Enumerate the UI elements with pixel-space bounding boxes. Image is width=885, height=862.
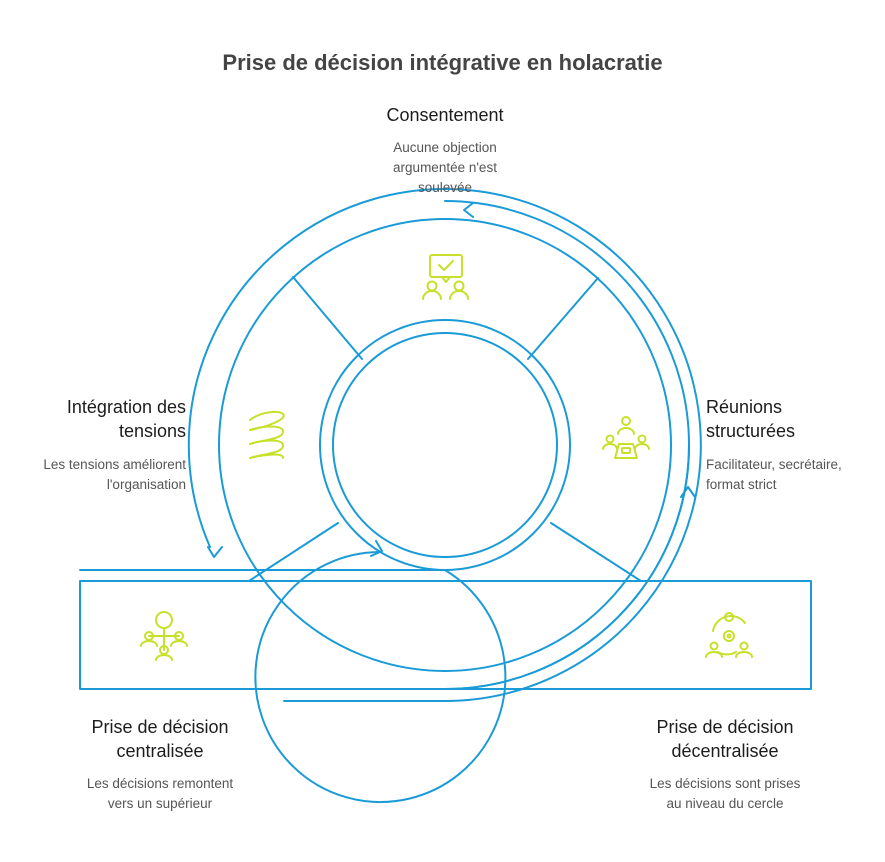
circle-team-icon (705, 612, 753, 658)
spoke-bottom-left (248, 522, 339, 582)
consent-description-line: soulevée (417, 180, 473, 195)
decentralized-description: Les décisions sont prises au niveau du c… (625, 774, 825, 814)
centralized-description-line: Les décisions remontent (86, 776, 234, 791)
donut-inner-ring-outer (319, 319, 571, 571)
arrow-meetings (680, 486, 696, 498)
consent-description: Aucune objection argumentée n'est soulev… (345, 138, 545, 198)
meetings-description-line: format strict (706, 477, 777, 492)
arc-right-flow (444, 444, 690, 690)
centralized-heading: Prise de décision centralisée (60, 715, 260, 763)
meetings-heading-line: Réunions (706, 397, 783, 417)
integration-description-line: Les tensions améliorent (43, 457, 186, 472)
centralized-description: Les décisions remontent vers un supérieu… (60, 774, 260, 814)
presentation-approval-icon (422, 254, 469, 300)
integration-heading-line: tensions (118, 421, 186, 441)
decentralized-description-line: au niveau du cercle (666, 796, 784, 811)
spoke-bottom-right (550, 522, 642, 582)
spoke-top-right (527, 277, 599, 360)
arc-outer-flow (187, 188, 702, 702)
spring-coil-icon (249, 411, 285, 459)
meeting-table-icon (602, 416, 650, 459)
meetings-heading: Réunions structurées (706, 395, 876, 443)
arc-outer-flow-2 (444, 200, 690, 690)
consent-description-line: argumentée n'est (393, 160, 497, 175)
centralized-heading-line: Prise de décision (91, 717, 229, 737)
integration-heading-line: Intégration des (66, 397, 186, 417)
donut-inner-ring-inner (332, 332, 558, 558)
decision-bar (79, 580, 812, 690)
consent-description-line: Aucune objection (393, 140, 497, 155)
consent-heading: Consentement (386, 105, 504, 125)
meetings-description: Facilitateur, secrétaire, format strict (706, 455, 876, 495)
spoke-top-left (292, 276, 363, 360)
arrow-consent (463, 202, 474, 218)
decentralized-heading-line: décentralisée (671, 741, 779, 761)
hierarchy-icon (140, 611, 188, 661)
centralized-heading-line: centralisée (116, 741, 204, 761)
donut-outer-ring (218, 218, 672, 672)
diagram-title: Prise de décision intégrative en holacra… (222, 50, 663, 75)
decentralized-heading: Prise de décision décentralisée (625, 715, 825, 763)
integration-description: Les tensions améliorent l'organisation (15, 455, 186, 495)
decentralized-heading-line: Prise de décision (656, 717, 794, 737)
integration-heading: Intégration des tensions (15, 395, 186, 443)
centralized-description-line: vers un supérieur (107, 796, 213, 811)
meetings-heading-line: structurées (706, 421, 796, 441)
arrow-inner (370, 540, 383, 557)
arc-inner-flow (254, 550, 507, 803)
integration-description-line: l'organisation (106, 477, 186, 492)
arrow-integration (207, 546, 223, 558)
meetings-description-line: Facilitateur, secrétaire, (706, 457, 842, 472)
decentralized-description-line: Les décisions sont prises (649, 776, 801, 791)
